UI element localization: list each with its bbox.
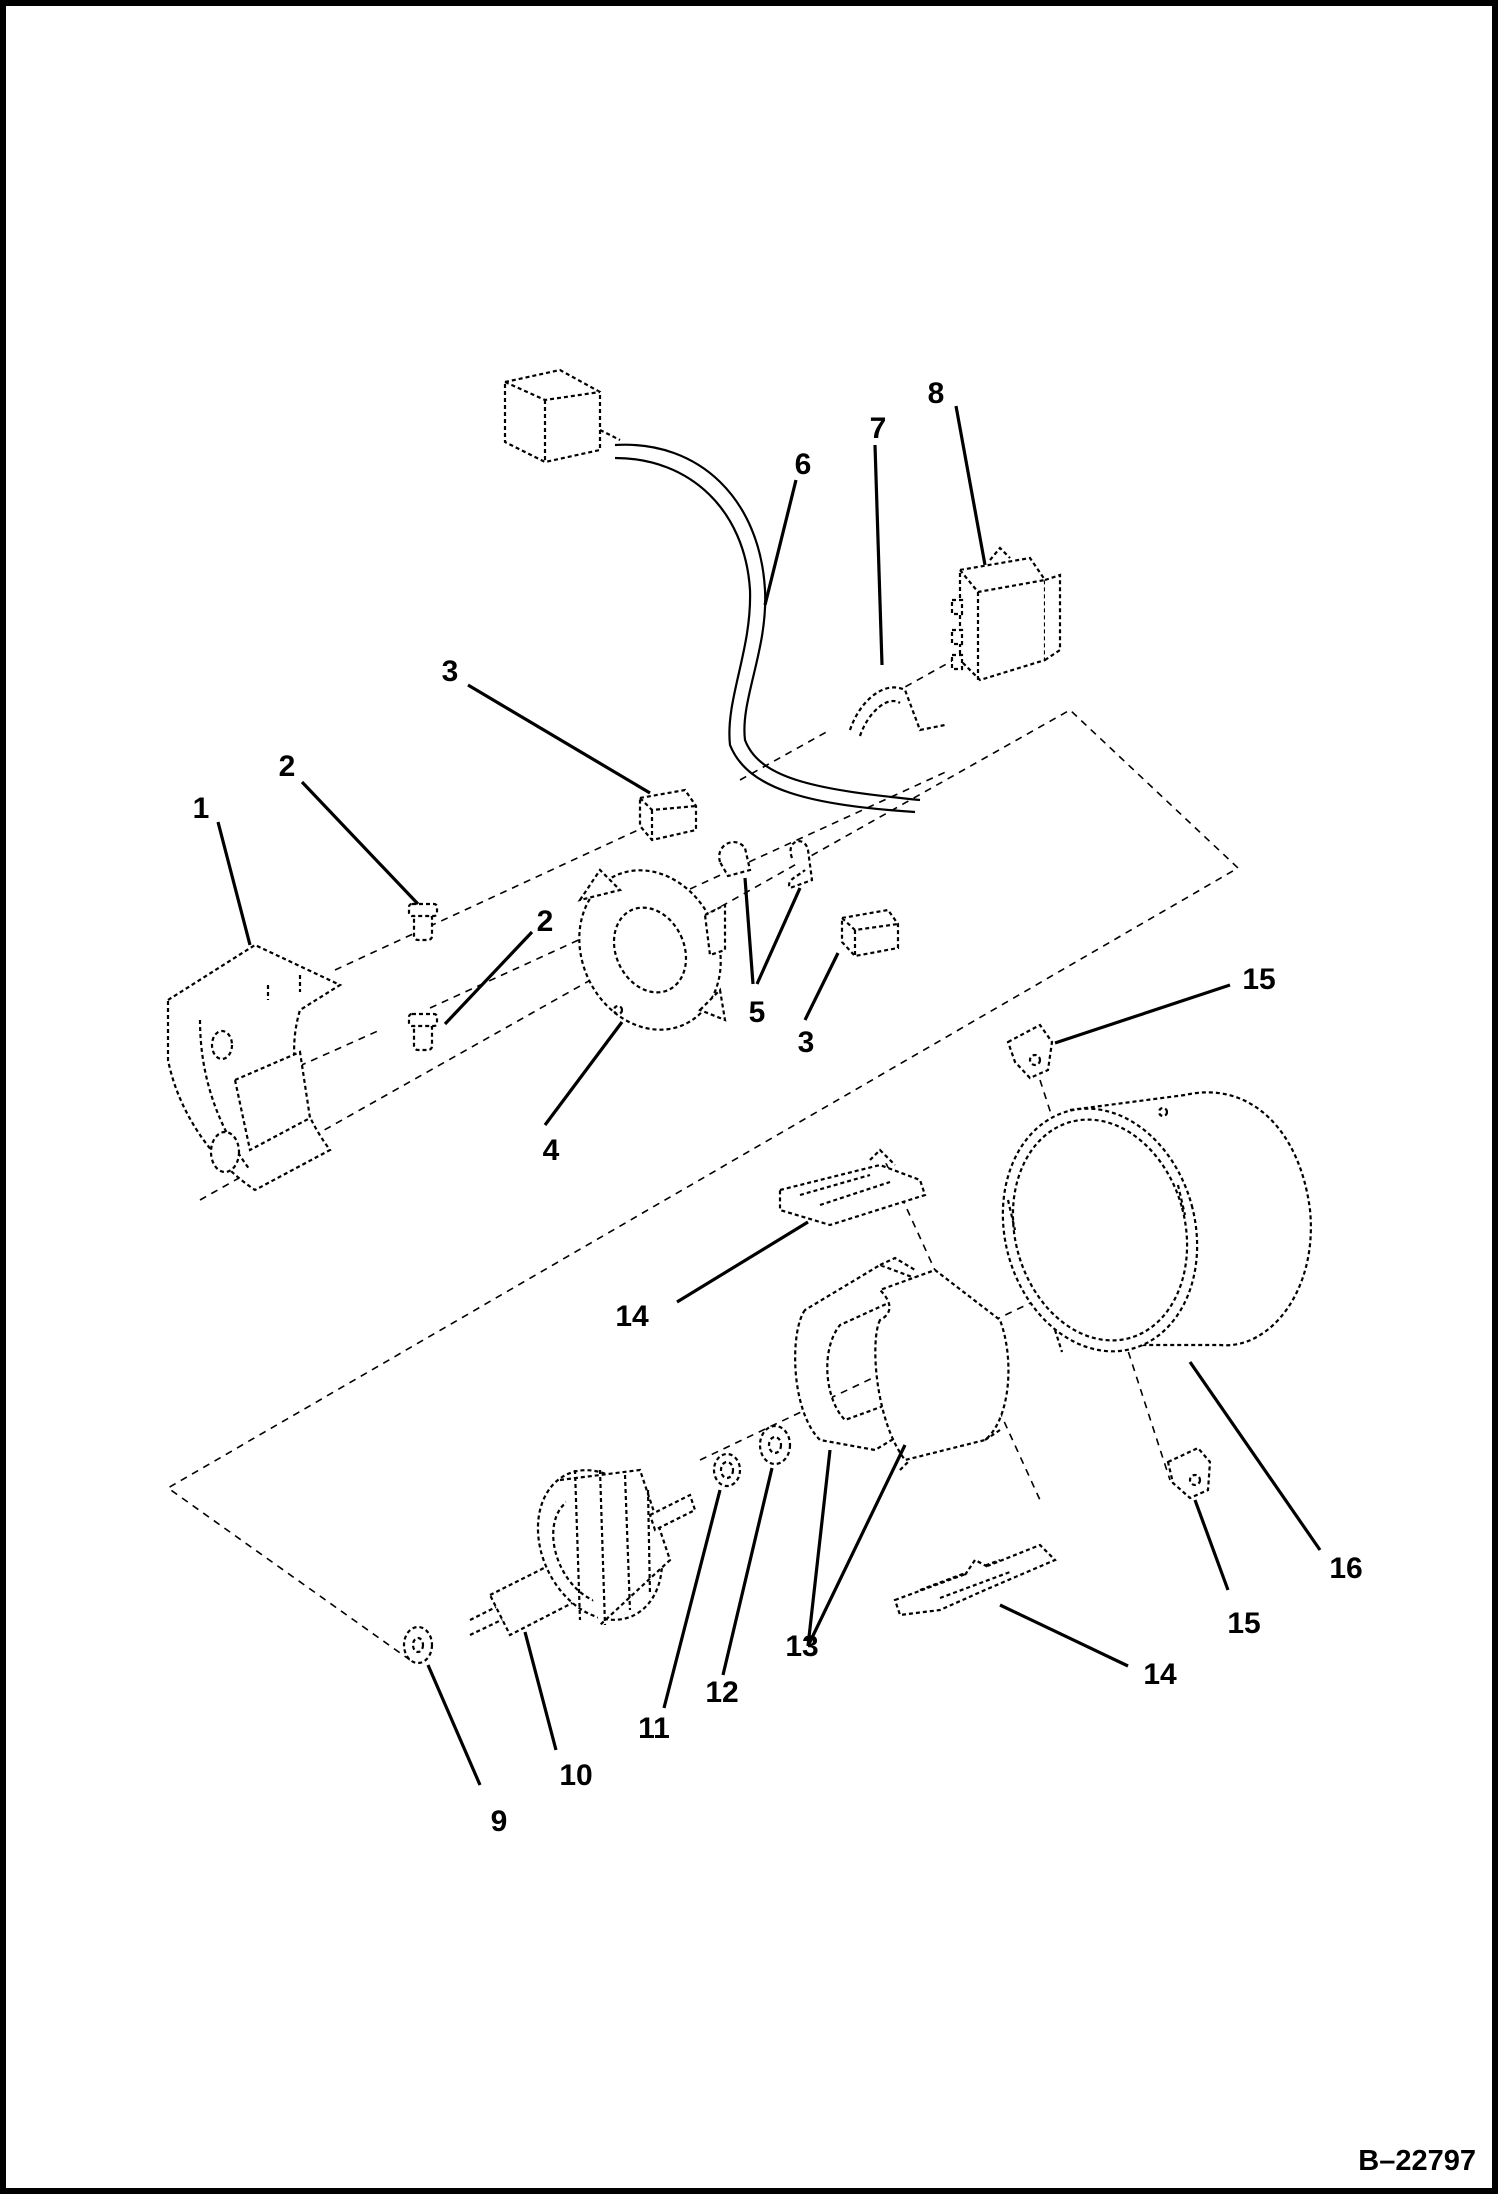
- callout-5: 5: [749, 996, 766, 1029]
- callout-4: 4: [543, 1134, 560, 1167]
- callout-15-lower: 15: [1227, 1607, 1260, 1640]
- callout-3-upper: 3: [442, 655, 459, 688]
- callout-1: 1: [193, 792, 210, 825]
- washer-part: [758, 1424, 792, 1466]
- callout-13: 13: [785, 1630, 818, 1663]
- pole-clip-part-lower: [893, 1543, 1057, 1617]
- thrust-washer-part: [402, 1625, 434, 1665]
- screw-part-lower: [407, 1012, 439, 1052]
- wire-lead-part: [848, 686, 946, 737]
- callout-14-lower: 14: [1143, 1658, 1177, 1691]
- callout-3-lower: 3: [798, 1026, 815, 1059]
- callout-12: 12: [705, 1676, 738, 1709]
- clamp-part-lower: [1166, 1446, 1212, 1500]
- callout-10: 10: [559, 1759, 592, 1792]
- retaining-ring-part: [712, 1452, 742, 1488]
- wire-harness-part: [503, 368, 921, 814]
- pole-clip-part-upper: [778, 1148, 927, 1227]
- callout-labels: 1 2 2 3 3 4 5 6 7 8 9 10 11 12 13 14 14 …: [193, 377, 1363, 1838]
- brush-spring-part-a: [718, 841, 752, 878]
- callout-14-upper: 14: [615, 1300, 649, 1333]
- clamp-part-upper: [1006, 1023, 1054, 1080]
- brush-spring-part-b: [787, 840, 814, 890]
- armature-part: [469, 1468, 697, 1637]
- callout-2-lower: 2: [537, 905, 554, 938]
- callout-2-upper: 2: [279, 750, 296, 783]
- callout-7: 7: [870, 412, 887, 445]
- callout-16: 16: [1329, 1552, 1362, 1585]
- figure-id: B–22797: [1358, 2145, 1476, 2177]
- motor-frame-part: [1001, 1091, 1312, 1353]
- switch-block-part: [950, 546, 1062, 682]
- callout-11: 11: [638, 1712, 670, 1745]
- brush-holder-part-lower: [840, 908, 900, 958]
- brush-holder-part-upper: [638, 788, 698, 842]
- field-magnet-part-right: [874, 1268, 1010, 1471]
- callout-8: 8: [928, 377, 945, 410]
- brush-plate-part: [577, 868, 727, 1031]
- callout-15-upper: 15: [1242, 963, 1275, 996]
- callout-9: 9: [491, 1805, 508, 1838]
- callout-6: 6: [795, 448, 812, 481]
- end-bracket-part: [166, 943, 343, 1192]
- screw-part-upper: [407, 902, 439, 942]
- leader-lines: [216, 405, 1322, 1786]
